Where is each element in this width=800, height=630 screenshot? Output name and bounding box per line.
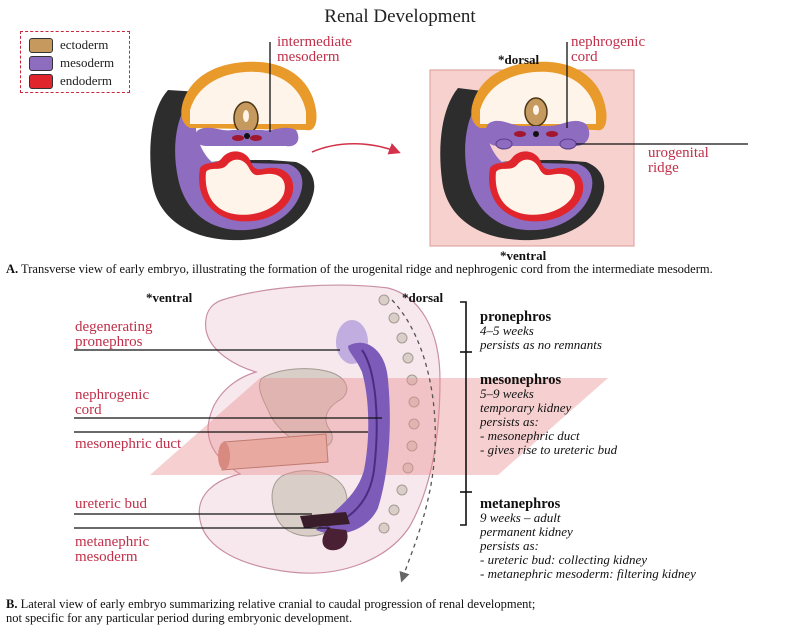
stage-line: temporary kidney [480, 400, 572, 415]
stage-line: permanent kidney [480, 524, 573, 539]
caption-text: Lateral view of early embryo summarizing… [17, 597, 536, 611]
label-line: mesoderm [75, 549, 138, 565]
legend-label: ectoderm [60, 37, 109, 52]
stage-line: - ureteric bud: collecting kidney [480, 552, 648, 567]
stage-line: persists as: [480, 538, 539, 553]
caption-a: A. Transverse view of early embryo, illu… [6, 262, 796, 276]
stage-name: pronephros [480, 309, 552, 325]
label-line: ureteric bud [75, 496, 148, 512]
stage-line: - mesonephric duct [480, 428, 580, 443]
stage-mesonephros: mesonephros 5–9 weeks temporary kidney p… [480, 373, 617, 457]
label-line: nephrogenic [571, 34, 646, 50]
label-line: cord [571, 49, 598, 65]
stage-line: 4–5 weeks [480, 323, 534, 338]
label-line: pronephros [75, 334, 143, 350]
amnion [190, 71, 306, 124]
legend-item-endoderm: endoderm [29, 73, 112, 89]
label-line: mesonephric duct [75, 436, 182, 452]
label-ureteric-bud: ureteric bud [75, 497, 147, 512]
embryo-cross-section-early [150, 61, 317, 241]
nephrogenic-cord [316, 342, 390, 534]
label-line: degenerating [75, 319, 153, 335]
legend-label: mesoderm [60, 55, 115, 70]
label-line: urogenital [648, 145, 709, 161]
metanephric-mesoderm [322, 528, 348, 551]
legend: ectoderm mesoderm endoderm [20, 31, 130, 93]
label-degenerating-pronephros: degenerating pronephros [75, 320, 152, 350]
label-line: cord [75, 402, 102, 418]
somites [378, 294, 420, 534]
stage-line: - gives rise to ureteric bud [480, 442, 618, 457]
label-line: mesoderm [277, 49, 340, 65]
stage-pronephros: pronephros 4–5 weeks persists as no remn… [480, 310, 602, 352]
stage-line: 9 weeks – adult [480, 510, 561, 525]
caption-text: not specific for any particular period d… [6, 611, 353, 625]
stage-name: metanephros [480, 496, 561, 512]
caption-letter: B. [6, 597, 18, 611]
legend-swatch [29, 37, 53, 53]
ureteric-bud [300, 512, 350, 528]
transition-arrow [311, 143, 401, 155]
mesonephric-duct-line [325, 349, 378, 527]
dorsal-arrow [391, 299, 436, 583]
label-ventral-a: *ventral [500, 248, 547, 263]
caption-text: Transverse view of early embryo, illustr… [18, 262, 713, 276]
stage-bracket [460, 301, 467, 526]
caption-letter: A. [6, 262, 19, 276]
yolk-cavity [205, 159, 285, 215]
head-gut-structure [259, 368, 348, 449]
label-line: metanephric [75, 534, 150, 550]
stage-line: - metanephric mesoderm: filtering kidney [480, 566, 696, 581]
label-line: intermediate [277, 34, 352, 50]
caption-b: B. Lateral view of early embryo summariz… [6, 597, 796, 625]
legend-swatch [29, 73, 53, 89]
stage-name: mesonephros [480, 372, 562, 388]
legend-swatch [29, 55, 53, 71]
legend-label: endoderm [60, 73, 112, 88]
label-line: nephrogenic [75, 387, 150, 403]
stage-line: persists as no remnants [480, 337, 602, 352]
stage-line: 5–9 weeks [480, 386, 534, 401]
label-nephrogenic-cord-b: nephrogenic cord [75, 388, 149, 418]
label-dorsal-b: *dorsal [402, 290, 444, 305]
label-ventral-b: *ventral [146, 290, 193, 305]
stage-metanephros: metanephros 9 weeks – adult permanent ki… [480, 497, 696, 581]
label-metanephric-mesoderm: metanephric mesoderm [75, 535, 149, 565]
stage-line: persists as: [480, 414, 539, 429]
label-dorsal-a: *dorsal [498, 52, 540, 67]
label-nephrogenic-cord-a: nephrogenic cord [571, 35, 645, 65]
label-mesonephric-duct: mesonephric duct [75, 437, 181, 452]
legend-item-mesoderm: mesoderm [29, 55, 114, 71]
label-line: ridge [648, 160, 679, 176]
label-intermediate-mesoderm: intermediate mesoderm [277, 35, 352, 65]
legend-item-ectoderm: ectoderm [29, 37, 108, 53]
diagram-title: Renal Development [324, 6, 476, 27]
label-urogenital-ridge: urogenital ridge [648, 146, 709, 176]
